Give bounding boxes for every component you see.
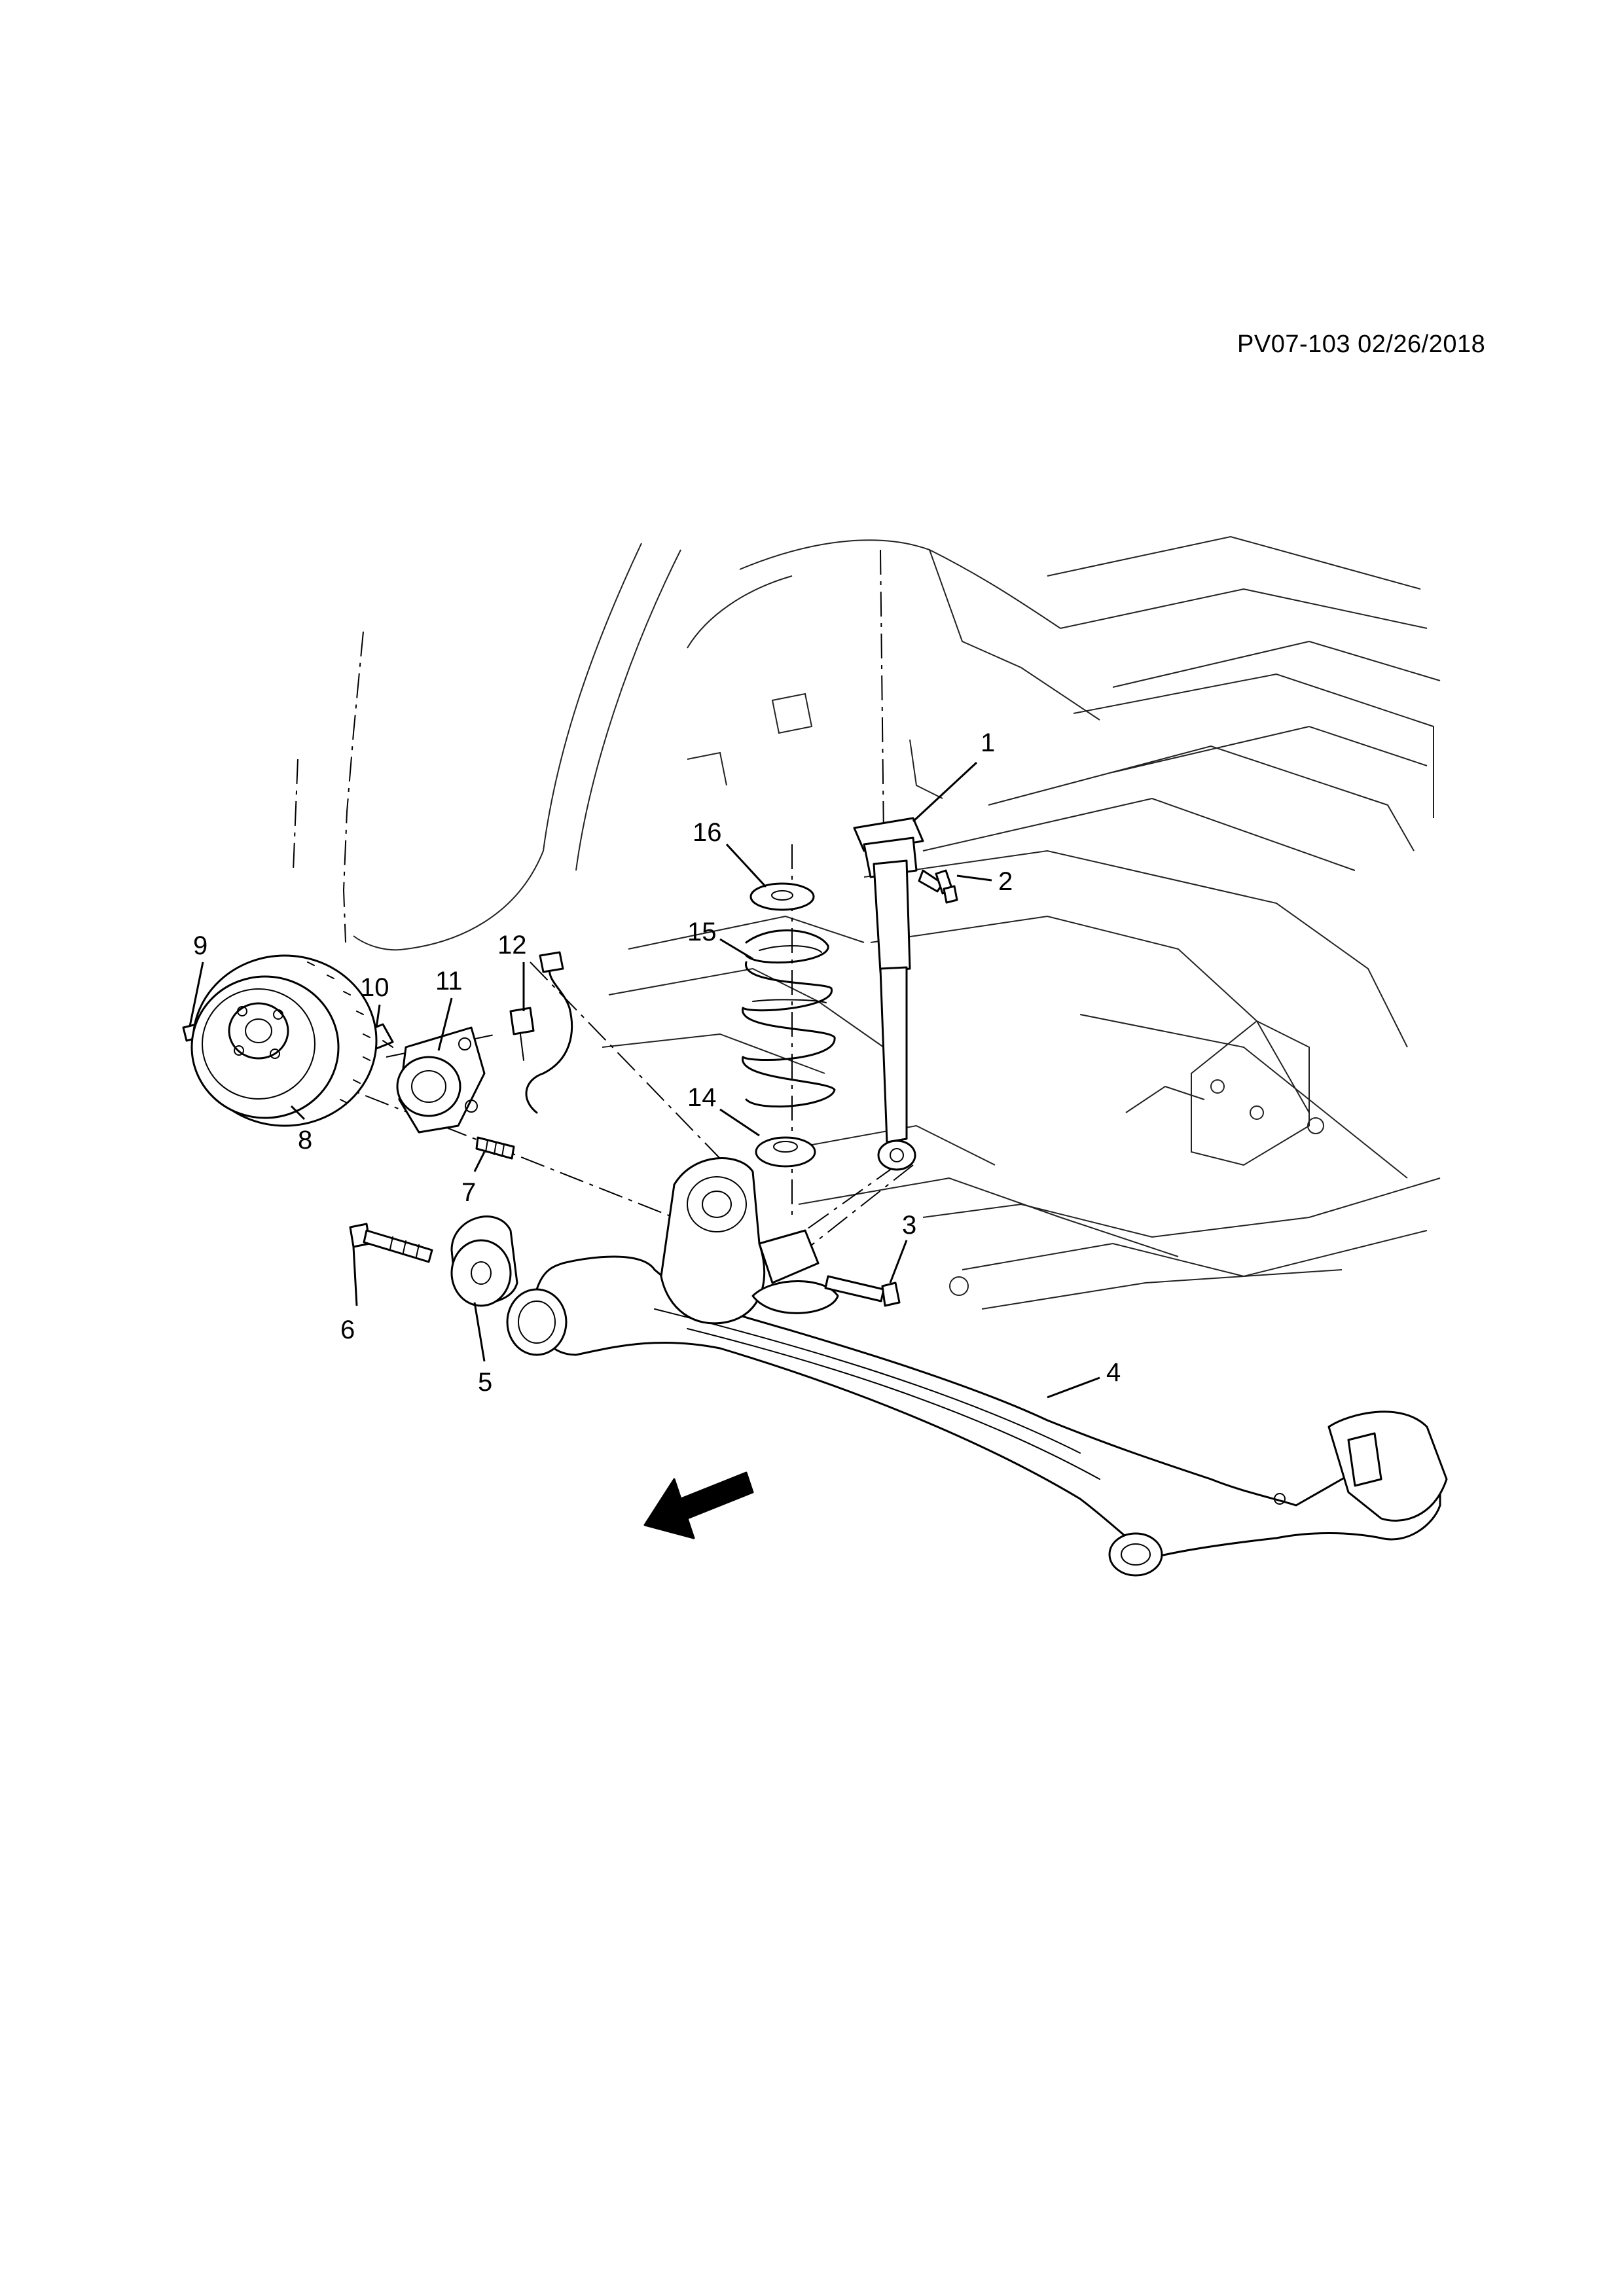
callout-15: 15 xyxy=(687,918,717,946)
callout-4: 4 xyxy=(1106,1358,1121,1387)
axle-mount-bolt xyxy=(349,1223,433,1263)
callout-3: 3 xyxy=(902,1211,916,1240)
callout-7: 7 xyxy=(461,1178,476,1207)
rear-axle-beam xyxy=(506,1157,1448,1577)
callout-8: 8 xyxy=(298,1126,312,1155)
document-id: PV07-103 02/26/2018 xyxy=(1237,331,1486,358)
callout-11: 11 xyxy=(435,967,463,996)
axle-bushing xyxy=(450,1215,518,1307)
shock-absorber xyxy=(853,817,944,1171)
callout-2: 2 xyxy=(998,867,1013,896)
upper-spring-insulator xyxy=(749,882,815,911)
callout-9: 9 xyxy=(193,931,208,960)
callout-12: 12 xyxy=(497,931,527,960)
shock-mount-bolt xyxy=(824,1275,901,1307)
hub-bearing-assembly xyxy=(396,1026,486,1134)
callout-5: 5 xyxy=(478,1368,492,1397)
callout-10: 10 xyxy=(360,973,389,1002)
callout-1: 1 xyxy=(981,728,995,757)
callout-16: 16 xyxy=(693,818,722,847)
lower-spring-insulator xyxy=(755,1136,816,1168)
wheel-speed-sensor-harness xyxy=(509,951,573,1114)
coil-spring xyxy=(742,929,836,1108)
front-direction-arrow: FRT xyxy=(643,1471,754,1539)
callout-numbers: 1 2 3 4 5 6 7 8 9 10 11 12 14 15 16 xyxy=(193,728,1121,1397)
callout-6: 6 xyxy=(340,1316,355,1344)
shock-upper-bolt xyxy=(935,869,958,904)
brake-drum xyxy=(190,954,378,1127)
callout-14: 14 xyxy=(687,1083,717,1112)
wheel-stud xyxy=(475,1136,515,1160)
callout-leaders xyxy=(189,761,1100,1399)
vehicle-body-outline xyxy=(293,535,1441,1310)
